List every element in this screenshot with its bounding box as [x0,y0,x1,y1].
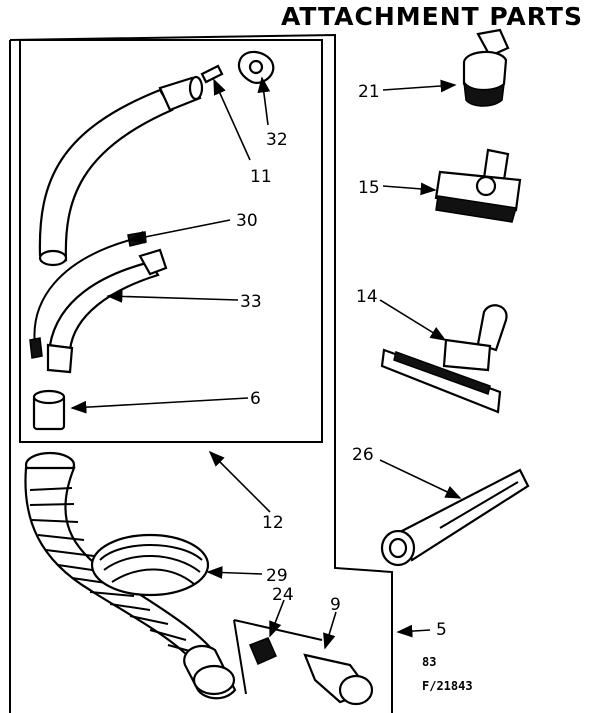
callout-9: 9 [330,595,341,615]
coiled-hose [24,451,237,700]
drawing-code-line1: 83 [422,655,436,669]
callout-24: 24 [272,585,294,605]
upholstery-nozzle-15 [434,148,522,223]
outer-outline [9,33,393,713]
callout-11: 11 [250,167,272,187]
floor-brush-14 [380,304,508,414]
swivel-coupling [32,389,66,431]
callout-29: 29 [266,566,288,586]
callout-12: 12 [262,513,284,533]
leader-lines [70,76,462,650]
crevice-tool-26 [380,468,530,567]
clip-part [237,50,275,84]
callout-33: 33 [240,292,262,312]
callout-21: 21 [358,82,380,102]
screw-part [200,64,224,84]
callout-30: 30 [236,211,258,231]
diagram-title: ATTACHMENT PARTS [281,2,583,31]
inner-box [19,39,323,443]
callout-26: 26 [352,445,374,465]
dusting-brush-21 [462,28,510,107]
callout-14: 14 [356,287,378,307]
hose-handle [46,248,168,374]
wand-tube [38,75,204,267]
drawing-code-line2: F/21843 [422,679,473,693]
callout-32: 32 [266,130,288,150]
callout-5: 5 [436,620,447,640]
hose-end-assembly [233,619,374,706]
callout-6: 6 [250,389,261,409]
callout-15: 15 [358,178,380,198]
